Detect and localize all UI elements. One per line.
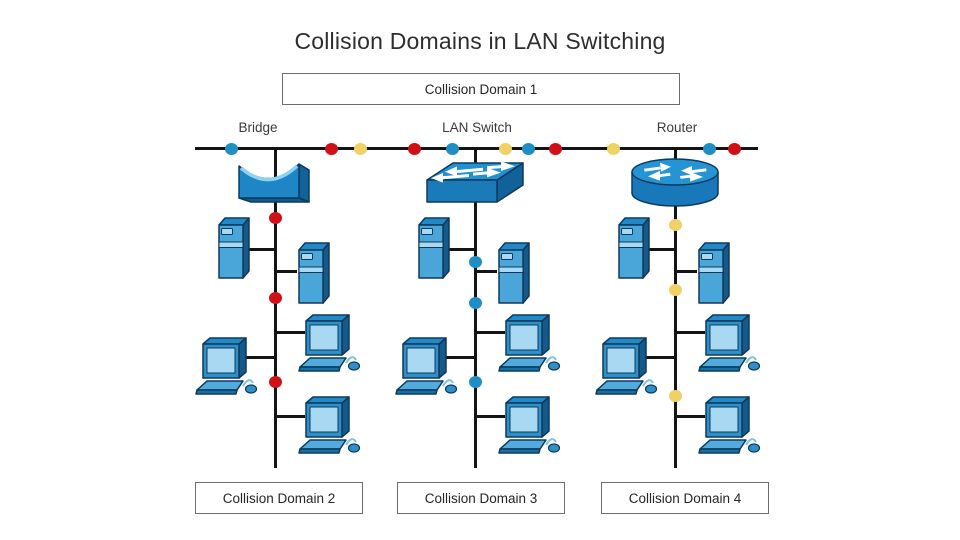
- server-icon: [298, 242, 330, 304]
- bridge-icon: [237, 162, 311, 204]
- packet-dot-blue: [702, 143, 716, 155]
- link-line: [475, 415, 505, 418]
- backbone-line: [195, 147, 758, 150]
- collision-domain-4-box: Collision Domain 4: [601, 482, 769, 514]
- packet-dot-yellow: [353, 143, 367, 155]
- server-icon: [498, 242, 530, 304]
- packet-dot-red: [548, 143, 562, 155]
- packet-dot-red: [268, 376, 282, 388]
- collision-domain-4-label: Collision Domain 4: [628, 490, 742, 506]
- packet-dot-yellow: [498, 143, 512, 155]
- router-label: Router: [656, 120, 698, 135]
- switch-icon: [426, 160, 524, 203]
- collision-domain-2-label: Collision Domain 2: [222, 490, 336, 506]
- packet-dot-yellow: [668, 390, 682, 402]
- workstation-icon: [498, 314, 561, 372]
- packet-dot-blue: [468, 376, 482, 388]
- packet-dot-red: [268, 212, 282, 224]
- server-icon: [618, 217, 650, 279]
- link-line: [675, 270, 697, 273]
- packet-dot-blue: [224, 143, 238, 155]
- collision-domain-1-box: Collision Domain 1: [282, 73, 680, 105]
- link-line: [275, 270, 297, 273]
- link-line: [446, 356, 476, 359]
- server-icon: [698, 242, 730, 304]
- bridge-segment-line: [273, 148, 277, 468]
- server-icon: [418, 217, 450, 279]
- packet-dot-red: [268, 292, 282, 304]
- workstation-icon: [498, 396, 561, 454]
- collision-domain-1-label: Collision Domain 1: [424, 81, 538, 97]
- link-line: [648, 248, 676, 251]
- packet-dot-blue: [445, 143, 459, 155]
- packet-dot-red: [727, 143, 741, 155]
- collision-domain-2-box: Collision Domain 2: [195, 482, 363, 514]
- packet-dot-blue: [468, 297, 482, 309]
- link-line: [646, 356, 676, 359]
- packet-dot-yellow: [668, 284, 682, 296]
- link-line: [475, 270, 497, 273]
- packet-dot-blue: [468, 256, 482, 268]
- workstation-icon: [698, 314, 761, 372]
- router-icon: [631, 158, 719, 207]
- workstation-icon: [195, 337, 258, 395]
- link-line: [248, 248, 276, 251]
- workstation-icon: [395, 337, 458, 395]
- packet-dot-red: [324, 143, 338, 155]
- packet-dot-red: [407, 143, 421, 155]
- link-line: [448, 248, 476, 251]
- workstation-icon: [595, 337, 658, 395]
- link-line: [475, 331, 505, 334]
- workstation-icon: [298, 396, 361, 454]
- link-line: [275, 331, 305, 334]
- server-icon: [218, 217, 250, 279]
- bridge-label: Bridge: [238, 120, 278, 135]
- packet-dot-blue: [521, 143, 535, 155]
- workstation-icon: [298, 314, 361, 372]
- link-line: [675, 331, 705, 334]
- page-title: Collision Domains in LAN Switching: [294, 28, 666, 54]
- router-segment-line: [673, 148, 677, 468]
- packet-dot-yellow: [668, 219, 682, 231]
- link-line: [275, 415, 305, 418]
- collision-domain-3-label: Collision Domain 3: [424, 490, 538, 506]
- collision-domain-3-box: Collision Domain 3: [397, 482, 565, 514]
- packet-dot-yellow: [606, 143, 620, 155]
- link-line: [675, 415, 705, 418]
- lan-switch-label: LAN Switch: [442, 120, 512, 135]
- link-line: [246, 356, 276, 359]
- workstation-icon: [698, 396, 761, 454]
